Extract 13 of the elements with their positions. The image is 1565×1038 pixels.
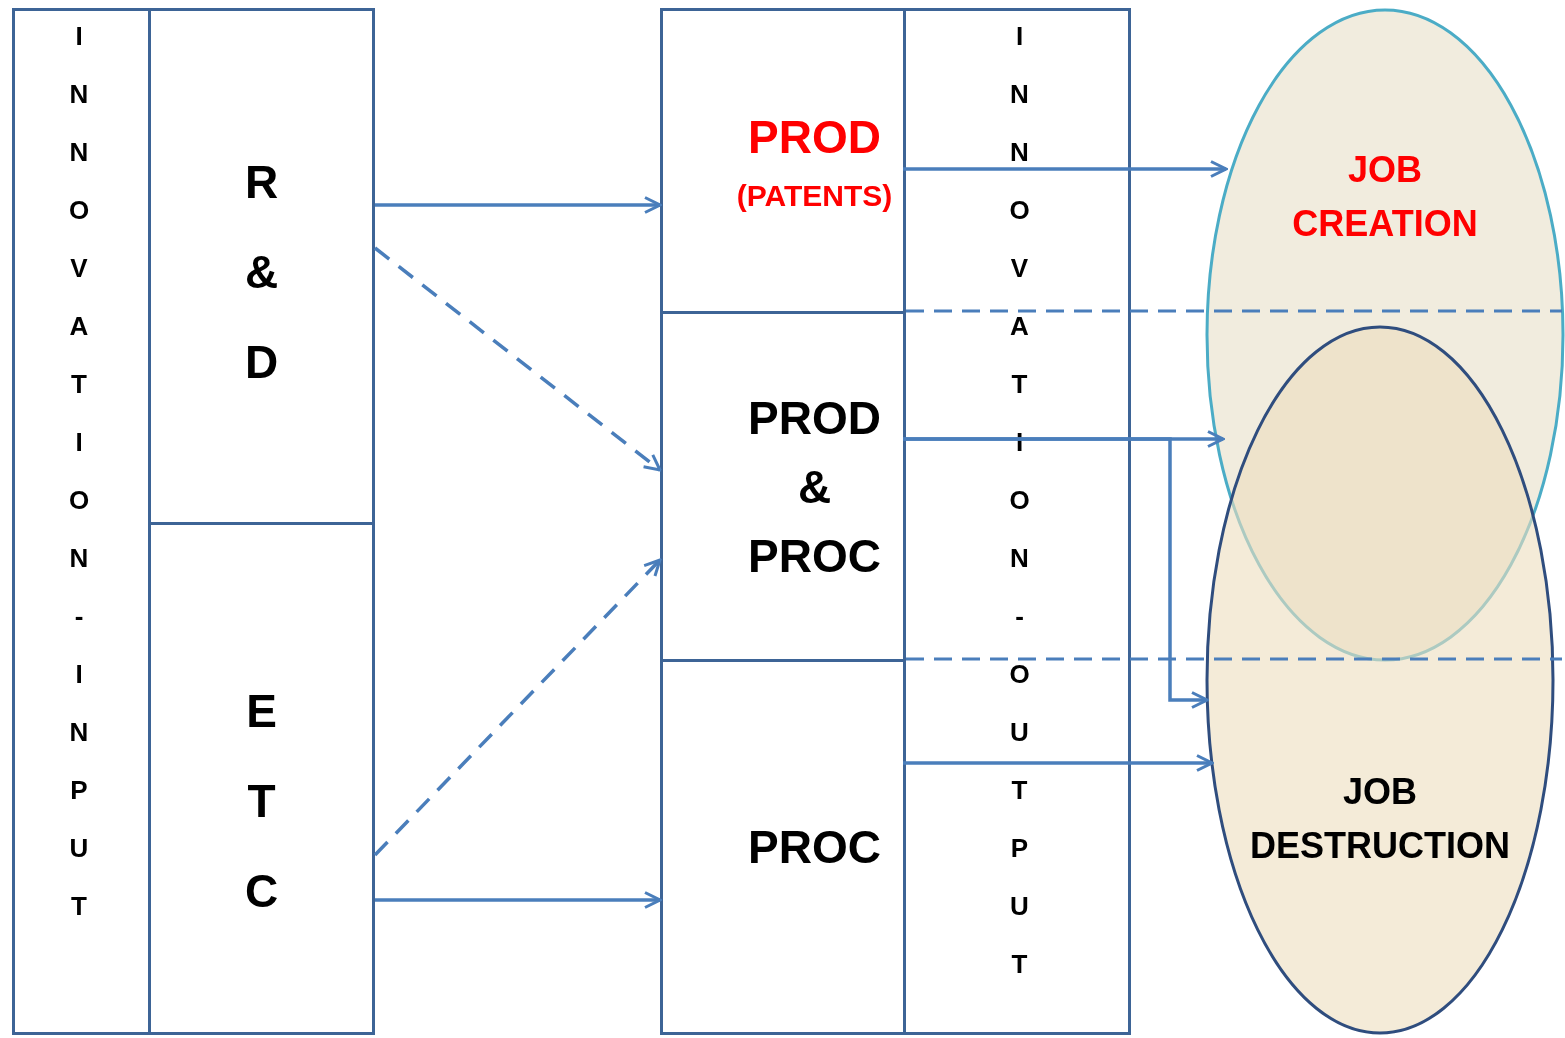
arrow <box>375 891 662 909</box>
arrow <box>903 437 1209 709</box>
cell-label: ETC <box>238 685 285 955</box>
arrow <box>375 196 662 214</box>
arrow <box>903 160 1228 178</box>
ellipse-label: JOB CREATION <box>1291 148 1479 246</box>
vertical-heading: INNOVATION-INPUT <box>66 21 92 949</box>
arrow <box>373 246 662 472</box>
arrow <box>373 558 662 857</box>
cell-label: PROC <box>748 819 881 875</box>
vertical-heading: INNOVATION-OUTPUT <box>1006 21 1033 1007</box>
ellipse-label: JOB DESTRUCTION <box>1249 770 1511 868</box>
arrow <box>903 754 1214 772</box>
